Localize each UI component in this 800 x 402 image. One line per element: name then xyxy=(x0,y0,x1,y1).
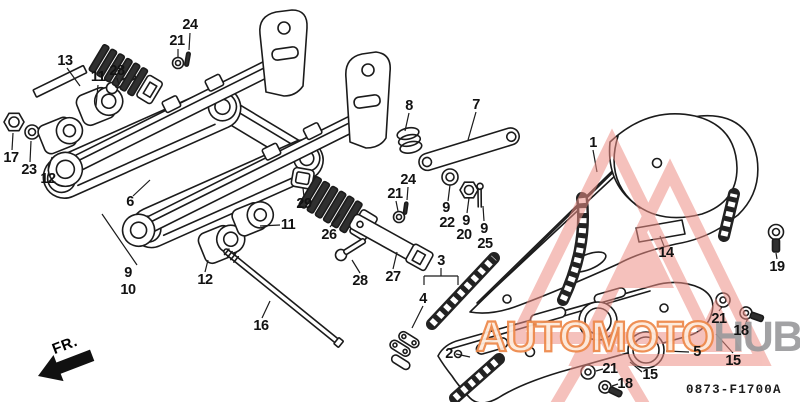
part-22-washer xyxy=(441,168,459,186)
part-7-arm xyxy=(418,127,520,172)
part-21-washer-top xyxy=(171,56,185,70)
part-24-pin-mid xyxy=(402,201,409,215)
watermark-text-secondary: HUB xyxy=(713,313,800,361)
part-18-bolt-bottom xyxy=(598,380,623,398)
watermark-text: AUTOMOTOHUB xyxy=(475,313,800,361)
part-21-washer-mid xyxy=(392,210,406,224)
step-bar-upper xyxy=(47,56,284,188)
step-bar-lower-bracket xyxy=(345,51,392,149)
part-19-bolt xyxy=(767,223,785,253)
fr-direction-arrow xyxy=(38,349,95,382)
part-29-grommet xyxy=(290,166,315,190)
footpeg-rubber-top xyxy=(88,43,163,105)
part-27-step-bar xyxy=(348,213,434,272)
leader-lines xyxy=(11,32,778,387)
part-11-cap-mid xyxy=(231,201,275,237)
step-bar-upper-bracket xyxy=(259,9,308,97)
part-13-strip xyxy=(32,64,88,98)
part-8-spring xyxy=(396,126,423,154)
part-11-bushing-left xyxy=(75,86,124,127)
part-4-master-links xyxy=(389,330,420,371)
diagram-code: 0873-F1700A xyxy=(686,383,782,397)
watermark-logo xyxy=(506,128,772,402)
part-28-bolt-mid xyxy=(334,237,367,262)
part-12-bushing-left xyxy=(37,116,84,155)
part-20-nut xyxy=(459,181,479,199)
part-23-washer xyxy=(24,124,40,140)
part-17-nut xyxy=(3,112,25,132)
watermark-text-primary: AUTOMOTO xyxy=(475,313,716,361)
part-24-pin-top xyxy=(184,51,191,67)
part-25-cotter-pin xyxy=(476,182,484,208)
part-16-pivot-bolt xyxy=(223,248,344,348)
